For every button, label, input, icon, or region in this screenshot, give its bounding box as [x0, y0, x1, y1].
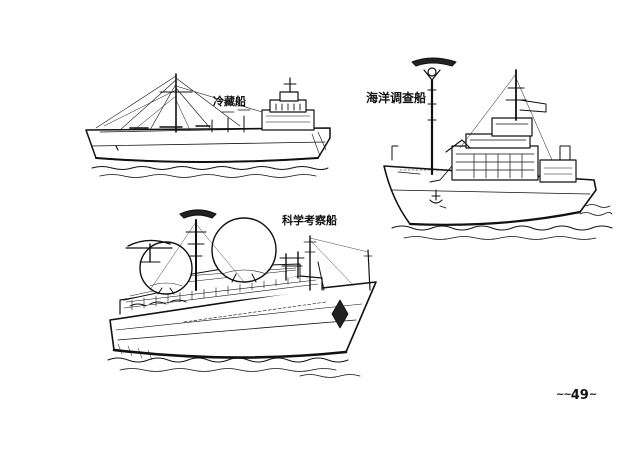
- science-ship-caption: 科学考察船: [282, 214, 337, 227]
- ocean-survey-ship-drawing: [383, 57, 613, 240]
- reefer-ship-drawing: [85, 73, 331, 178]
- reefer-ship-caption: 冷藏船: [213, 95, 246, 108]
- science-ship-drawing: [107, 209, 377, 378]
- page-number-right-ornament: ~: [588, 389, 597, 400]
- page-number-left-ornament: ~~: [556, 389, 572, 400]
- page-number-value: 49: [570, 388, 589, 403]
- page-number: ~~49~: [556, 388, 597, 403]
- ocean-survey-ship-caption: 海洋调查船: [366, 91, 427, 105]
